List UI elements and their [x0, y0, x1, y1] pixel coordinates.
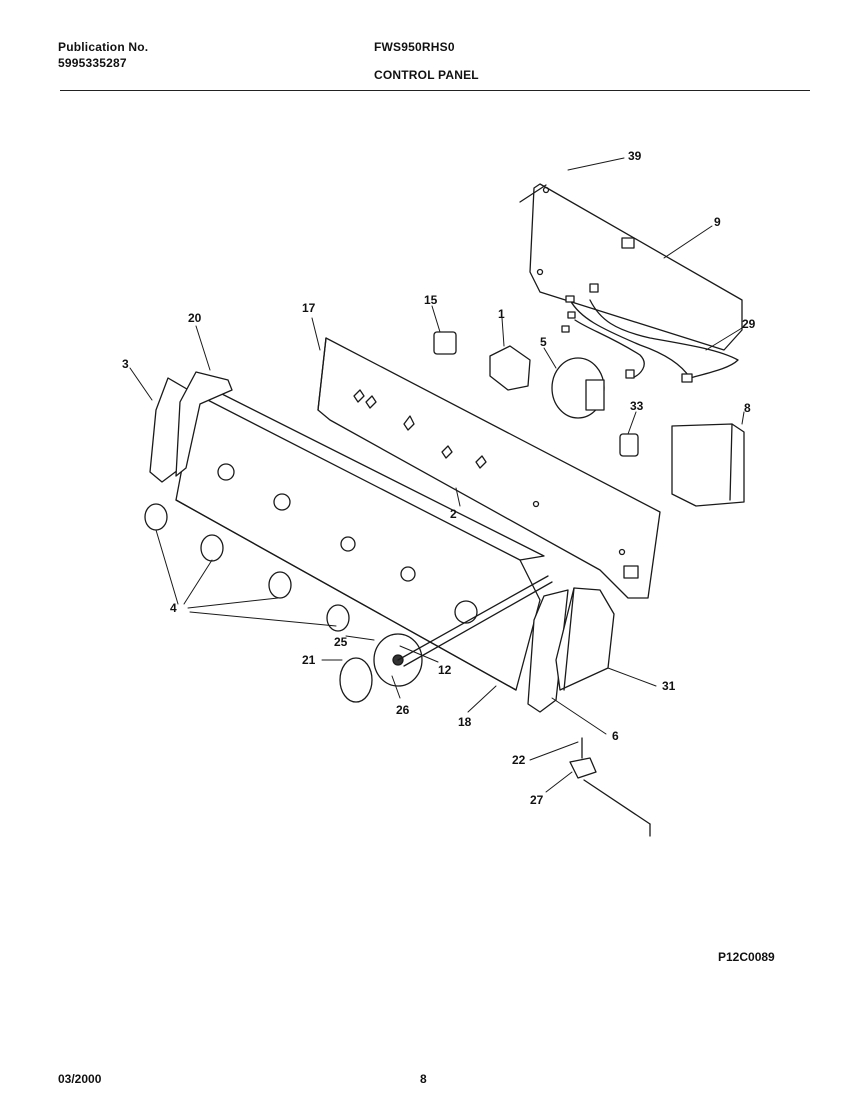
callout-39: 39: [628, 149, 642, 163]
switch-15: [433, 331, 457, 355]
callout-9: 9: [714, 215, 721, 229]
model-number: FWS950RHS0: [374, 40, 455, 54]
wire-harness: [561, 283, 739, 383]
switch-1: [489, 345, 531, 391]
callout-26: 26: [396, 703, 410, 717]
timer-shaft: [397, 575, 553, 667]
button-27: [569, 737, 651, 837]
switch-33: [619, 433, 639, 457]
figure-code: P12C0089: [718, 950, 775, 964]
callout-17: 17: [302, 301, 316, 315]
right-endcap-6: [527, 589, 569, 713]
rear-wiring-panel: [519, 183, 743, 351]
left-endcap-20: [175, 371, 233, 477]
control-panel-rear-bracket: [317, 337, 661, 599]
callout-31: 31: [662, 679, 676, 693]
callout-12: 12: [438, 663, 452, 677]
control-knobs: [144, 503, 350, 632]
callout-20: 20: [188, 311, 202, 325]
timer-knob: [339, 633, 423, 703]
page-number: 8: [420, 1072, 427, 1086]
callout-33: 33: [630, 399, 644, 413]
leader-lines: [129, 157, 745, 793]
callout-25: 25: [334, 635, 348, 649]
control-board-8: [671, 423, 745, 507]
publication-number: 5995335287: [58, 56, 127, 70]
callout-6: 6: [612, 729, 619, 743]
callout-27: 27: [530, 793, 544, 807]
callout-3: 3: [122, 357, 129, 371]
callout-5: 5: [540, 335, 547, 349]
callout-29: 29: [742, 317, 756, 331]
callout-4: 4: [170, 601, 177, 615]
callout-15: 15: [424, 293, 438, 307]
footer-date: 03/2000: [58, 1072, 102, 1086]
callout-21: 21: [302, 653, 316, 667]
callout-2: 2: [450, 507, 457, 521]
header-divider: [60, 90, 810, 91]
section-title: CONTROL PANEL: [374, 68, 479, 82]
callout-22: 22: [512, 753, 526, 767]
motor-5: [551, 357, 605, 419]
callout-18: 18: [458, 715, 472, 729]
callout-8: 8: [744, 401, 751, 415]
callout-1: 1: [498, 307, 505, 321]
callout-labels: 39 9 29 8 15 1 5 33 17 20 3 2 4 25 21 12…: [122, 149, 756, 807]
publication-label: Publication No.: [58, 40, 149, 54]
